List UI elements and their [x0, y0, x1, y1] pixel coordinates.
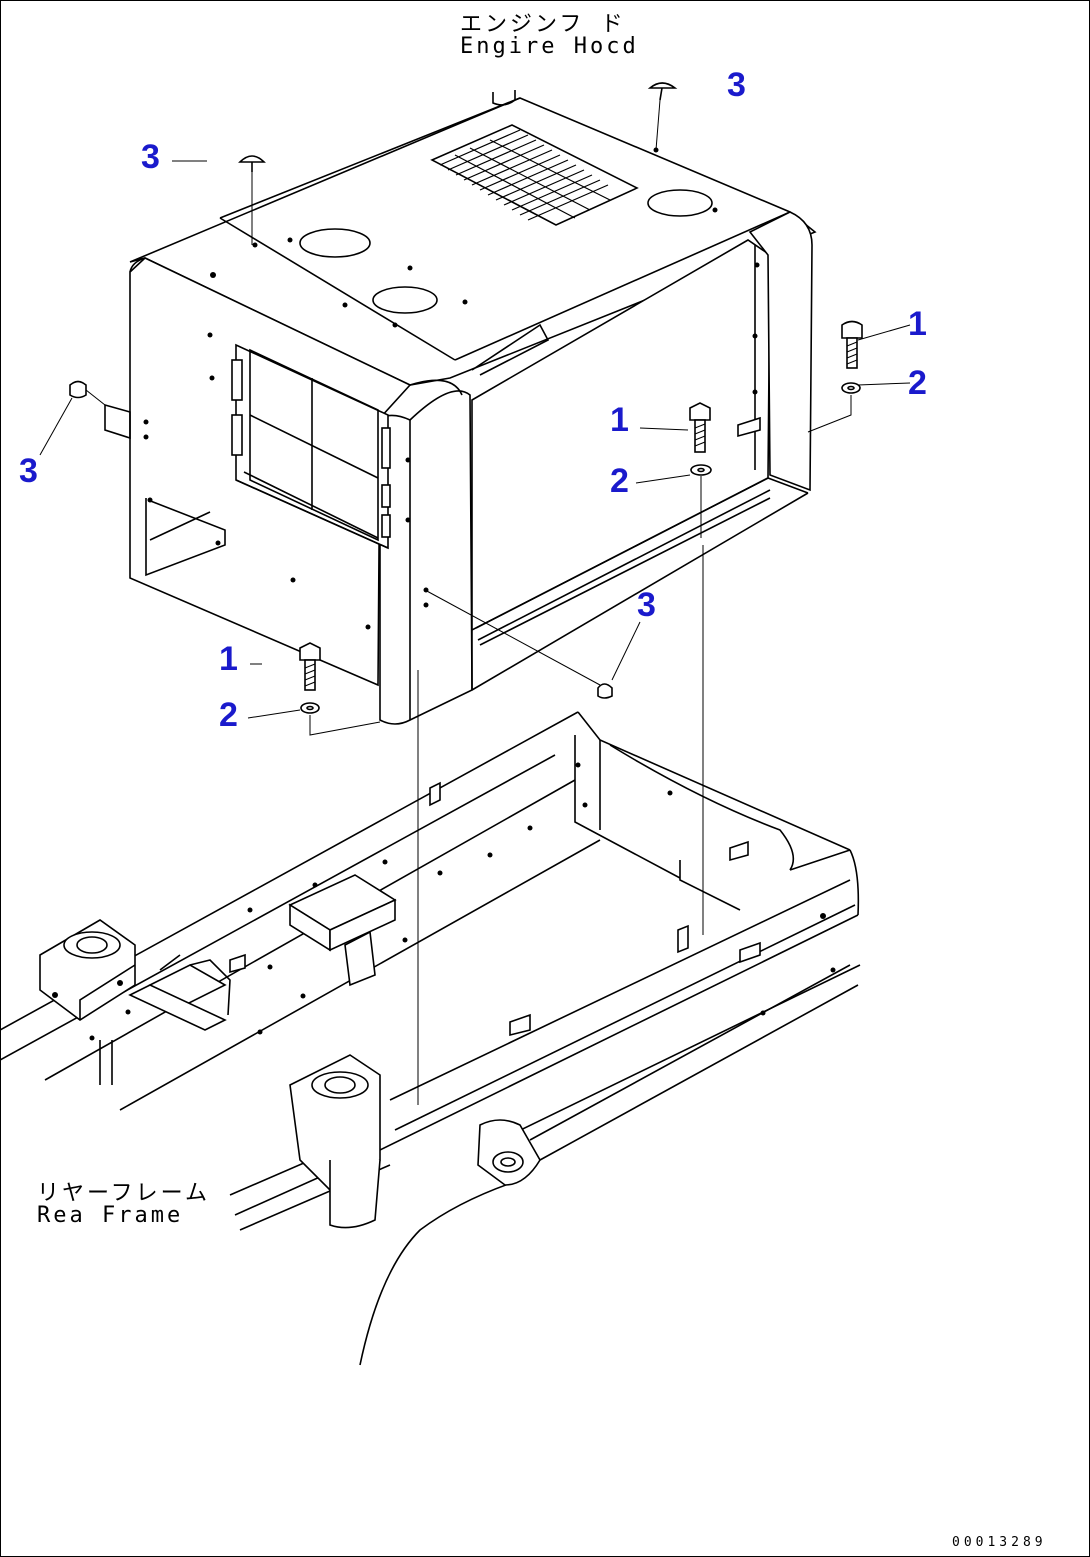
callout-1-right: 1: [908, 305, 927, 343]
rear-frame-label-jp: リヤーフレーム: [37, 1181, 211, 1206]
callout-1-mid: 1: [610, 401, 629, 439]
rear-frame-label-en: Rea Frame: [37, 1203, 184, 1228]
engine-hood-label-en: Engire Hocd: [460, 34, 639, 59]
fasteners: [39, 82, 911, 1105]
callout-3-top-right: 3: [727, 66, 746, 104]
callout-2-lower: 2: [219, 696, 238, 734]
callout-1-lower: 1: [219, 640, 238, 678]
engine-hood: [104, 90, 817, 725]
vent-grille: [430, 124, 639, 226]
callout-3-bottom-mid: 3: [637, 586, 656, 624]
drawing-code: 00013289: [952, 1535, 1047, 1550]
callout-3-left: 3: [19, 452, 38, 490]
callout-2-mid: 2: [610, 462, 629, 500]
rear-frame: [0, 711, 861, 1366]
mount-left: [39, 919, 136, 1085]
engine-hood-label-jp: エンジンフ ド: [460, 12, 626, 37]
callout-3-top-left: 3: [141, 138, 160, 176]
callout-2-right: 2: [908, 364, 927, 402]
mount-right: [289, 1054, 381, 1229]
